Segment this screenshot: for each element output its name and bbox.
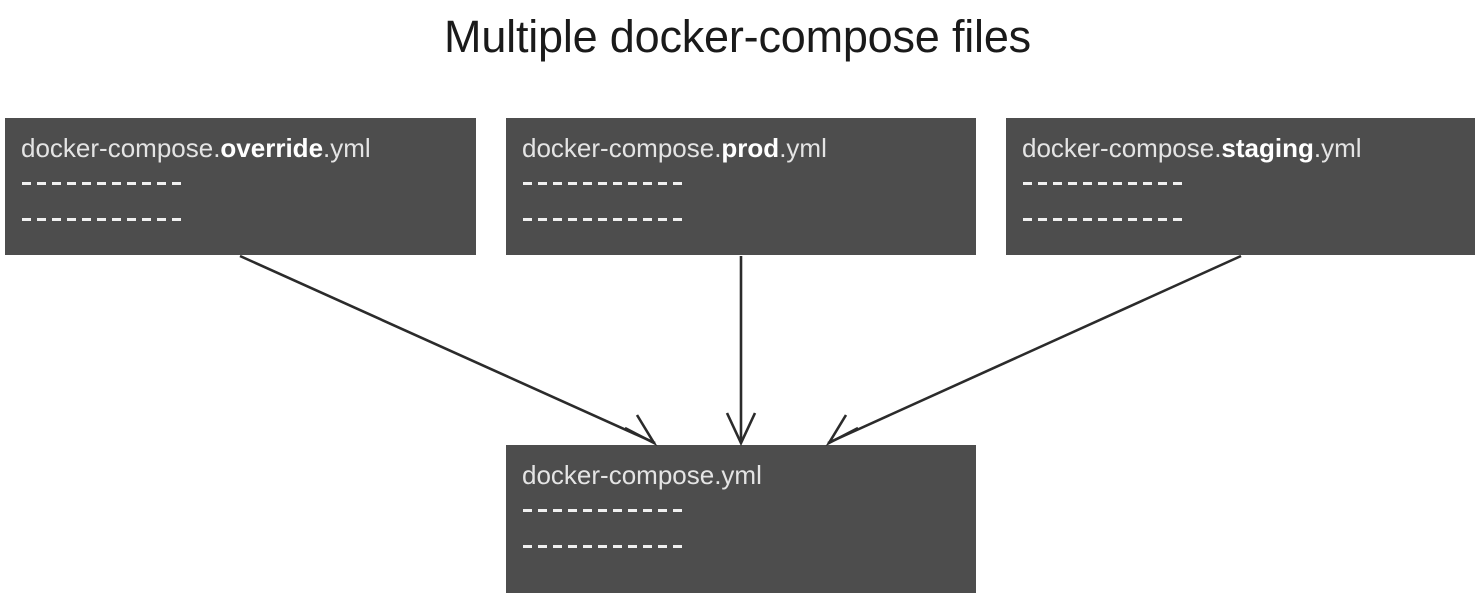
dashed-line	[22, 182, 186, 185]
content-placeholder-line-1	[21, 173, 476, 195]
file-name-prefix: docker-compose.	[21, 133, 221, 163]
file-name-prod: docker-compose.prod.yml	[522, 132, 976, 164]
arrow-prod-to-base	[725, 256, 757, 447]
file-box-prod[interactable]: docker-compose.prod.yml	[506, 118, 976, 255]
file-name-emphasis: override	[220, 133, 324, 163]
dashed-line	[523, 182, 687, 185]
file-name-override: docker-compose.override.yml	[21, 132, 476, 164]
file-name-emphasis: prod	[721, 133, 780, 163]
file-box-override[interactable]: docker-compose.override.yml	[5, 118, 476, 255]
file-name-emphasis: staging	[1221, 133, 1314, 163]
file-box-staging[interactable]: docker-compose.staging.yml	[1006, 118, 1475, 255]
dashed-line	[523, 509, 687, 512]
file-name-suffix: .yml	[323, 133, 371, 163]
dashed-line	[1023, 182, 1187, 185]
dashed-line	[523, 545, 687, 548]
dashed-line	[523, 218, 687, 221]
file-name-suffix: .yml	[779, 133, 827, 163]
file-name-suffix: .yml	[1313, 133, 1362, 163]
file-name-prefix: docker-compose.yml	[522, 460, 762, 490]
content-placeholder-line-1	[522, 173, 976, 195]
dashed-line	[22, 218, 186, 221]
content-placeholder-line-2	[522, 536, 976, 558]
content-placeholder-line-2	[1022, 209, 1475, 231]
file-name-base: docker-compose.yml	[522, 459, 976, 491]
dashed-line	[1023, 218, 1187, 221]
file-name-prefix: docker-compose.	[522, 133, 722, 163]
content-placeholder-line-1	[522, 500, 976, 522]
file-box-base[interactable]: docker-compose.yml	[506, 445, 976, 593]
content-placeholder-line-1	[1022, 173, 1475, 195]
arrow-staging-to-base	[825, 254, 1242, 447]
arrow-override-to-base	[239, 254, 658, 447]
file-name-prefix: docker-compose.	[1022, 133, 1222, 163]
page-title: Multiple docker-compose files	[444, 11, 1031, 62]
content-placeholder-line-2	[522, 209, 976, 231]
content-placeholder-line-2	[21, 209, 476, 231]
file-name-staging: docker-compose.staging.yml	[1022, 132, 1475, 164]
